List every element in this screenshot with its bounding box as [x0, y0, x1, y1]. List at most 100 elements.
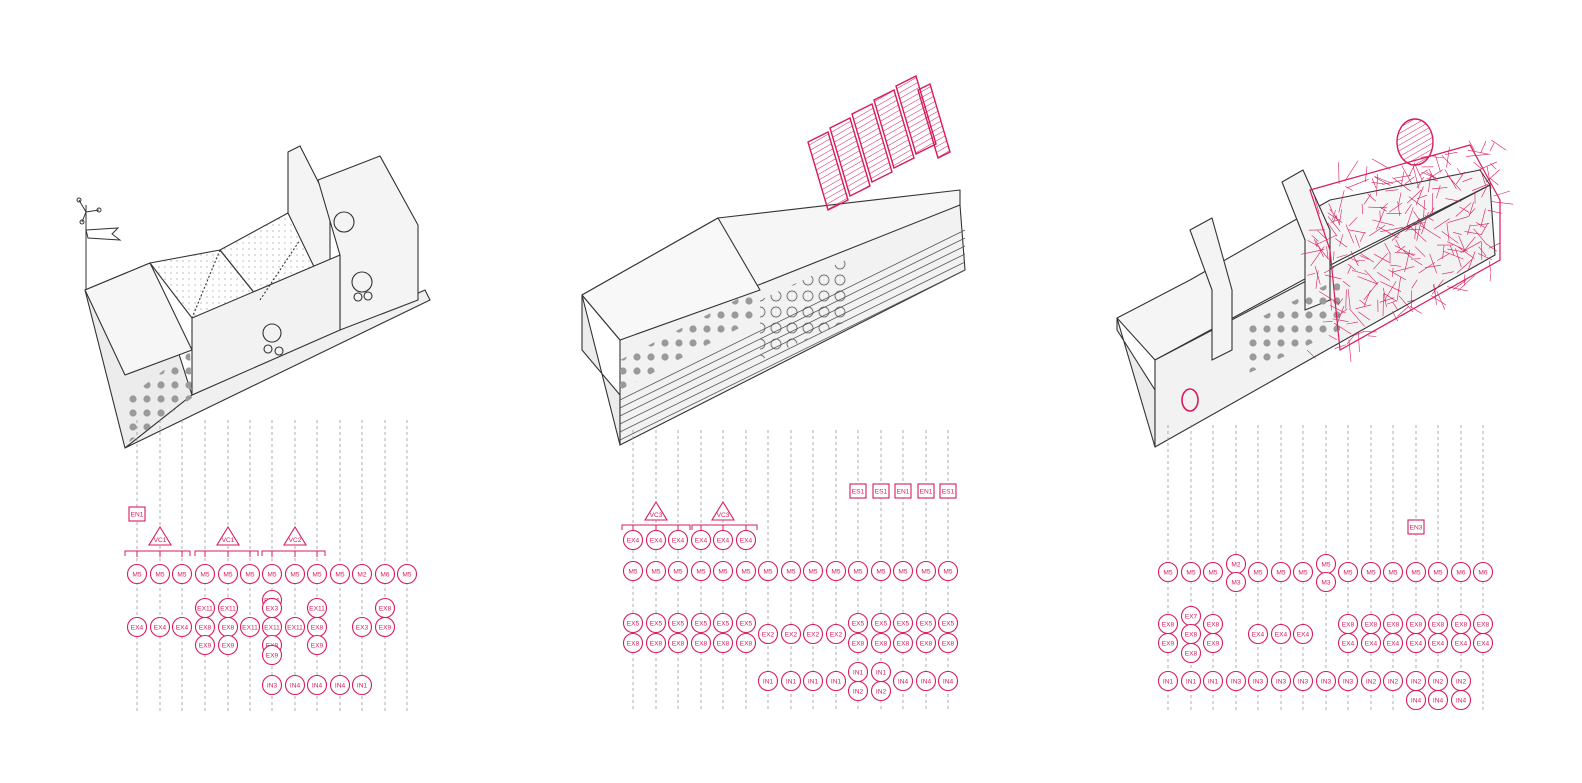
code-label: EX2: [807, 632, 820, 639]
code-m5: M5: [1159, 563, 1178, 582]
lattice-strand: [1490, 272, 1491, 281]
code-label: IN1: [831, 679, 842, 686]
code-es1: ES1: [850, 484, 866, 498]
code-m5: M5: [398, 565, 417, 584]
code-m5: M5: [624, 562, 643, 581]
code-ex4: EX4: [714, 531, 733, 550]
code-ex5: EX5: [939, 614, 958, 633]
code-label: EX4: [131, 625, 144, 632]
code-label: IN2: [853, 689, 864, 696]
code-label: EX9: [1162, 641, 1175, 648]
lattice-strand: [1491, 140, 1506, 150]
code-in2: IN2: [1384, 672, 1403, 691]
code-label: EX8: [1162, 622, 1175, 629]
code-label: VC3: [650, 512, 663, 519]
code-ex4: EX4: [1294, 625, 1313, 644]
code-m5: M5: [128, 565, 147, 584]
code-label: EX4: [695, 538, 708, 545]
code-label: M5: [876, 569, 885, 576]
code-in2: IN2: [1407, 672, 1426, 691]
code-label: IN4: [335, 683, 346, 690]
code-ex2: EX2: [804, 625, 823, 644]
code-label: EX8: [1455, 622, 1468, 629]
code-label: EX9: [379, 625, 392, 632]
code-vc1: VC1: [149, 527, 171, 545]
code-label: M5: [290, 572, 299, 579]
code-ex4: EX4: [737, 531, 756, 550]
code-label: EX5: [672, 621, 685, 628]
code-label: EX5: [875, 621, 888, 628]
code-in4: IN4: [1407, 691, 1426, 710]
code-label: EX9: [266, 653, 279, 660]
code-ex5: EX5: [737, 614, 756, 633]
lattice-strand: [1442, 155, 1451, 165]
code-en1: EN1: [918, 484, 934, 498]
code-label: EX9: [1207, 641, 1220, 648]
lattice-strand: [1372, 182, 1384, 183]
code-ex8: EX8: [376, 599, 395, 618]
lattice-strand: [1372, 178, 1376, 188]
code-vc2: VC2: [284, 527, 306, 545]
code-in4: IN4: [286, 676, 305, 695]
code-label: IN1: [786, 679, 797, 686]
code-label: EX5: [920, 621, 933, 628]
code-in2: IN2: [1452, 672, 1471, 691]
code-m5: M5: [331, 565, 350, 584]
code-in3: IN3: [1339, 672, 1358, 691]
code-ex9: EX9: [196, 636, 215, 655]
code-ex11: EX11: [263, 618, 282, 637]
code-label: M5: [831, 569, 840, 576]
code-ex4: EX4: [1384, 634, 1403, 653]
code-label: EX11: [197, 606, 213, 613]
code-label: EX7: [1185, 614, 1198, 621]
code-label: EX3: [266, 606, 279, 613]
code-label: IN4: [943, 679, 954, 686]
code-label: M5: [763, 569, 772, 576]
code-ex11: EX11: [219, 599, 238, 618]
code-ex8: EX8: [219, 618, 238, 637]
code-ex8: EX8: [1452, 615, 1471, 634]
code-ex4: EX4: [151, 618, 170, 637]
code-ex5: EX5: [714, 614, 733, 633]
code-m5: M5: [263, 565, 282, 584]
code-label: EX8: [1365, 622, 1378, 629]
code-label: IN1: [1163, 679, 1174, 686]
lattice-strand: [1447, 147, 1450, 167]
code-label: IN4: [290, 683, 301, 690]
code-label: M3: [1321, 580, 1330, 587]
code-m5: M5: [196, 565, 215, 584]
code-label: M5: [1208, 570, 1217, 577]
code-ex5: EX5: [917, 614, 936, 633]
code-in3: IN3: [1294, 672, 1313, 691]
code-label: EX9: [311, 643, 324, 650]
code-ex8: EX8: [1429, 615, 1448, 634]
code-m5: M5: [647, 562, 666, 581]
code-label: M5: [741, 569, 750, 576]
code-label: EX3: [356, 625, 369, 632]
code-ex8: EX8: [917, 634, 936, 653]
code-ex4: EX4: [1407, 634, 1426, 653]
code-in3: IN3: [1272, 672, 1291, 691]
code-label: M5: [402, 572, 411, 579]
code-label: EX8: [650, 641, 663, 648]
code-label: EX8: [199, 625, 212, 632]
building-3: [1117, 170, 1495, 447]
code-ex5: EX5: [669, 614, 688, 633]
code-m5: M5: [173, 565, 192, 584]
code-label: EX5: [717, 621, 730, 628]
code-label: EN1: [897, 489, 910, 496]
code-m5: M5: [1339, 563, 1358, 582]
code-label: M5: [1411, 570, 1420, 577]
code-m2: M2: [353, 565, 372, 584]
code-in4: IN4: [1452, 691, 1471, 710]
code-ex9: EX9: [308, 636, 327, 655]
code-ex8: EX8: [1204, 615, 1223, 634]
code-ex9: EX9: [1159, 634, 1178, 653]
code-in3: IN3: [263, 676, 282, 695]
lattice-strand: [1409, 164, 1415, 176]
code-m5: M5: [939, 562, 958, 581]
code-label: IN4: [312, 683, 323, 690]
code-ex3: EX3: [263, 599, 282, 618]
code-ex11: EX11: [196, 599, 215, 618]
code-label: M5: [1433, 570, 1442, 577]
